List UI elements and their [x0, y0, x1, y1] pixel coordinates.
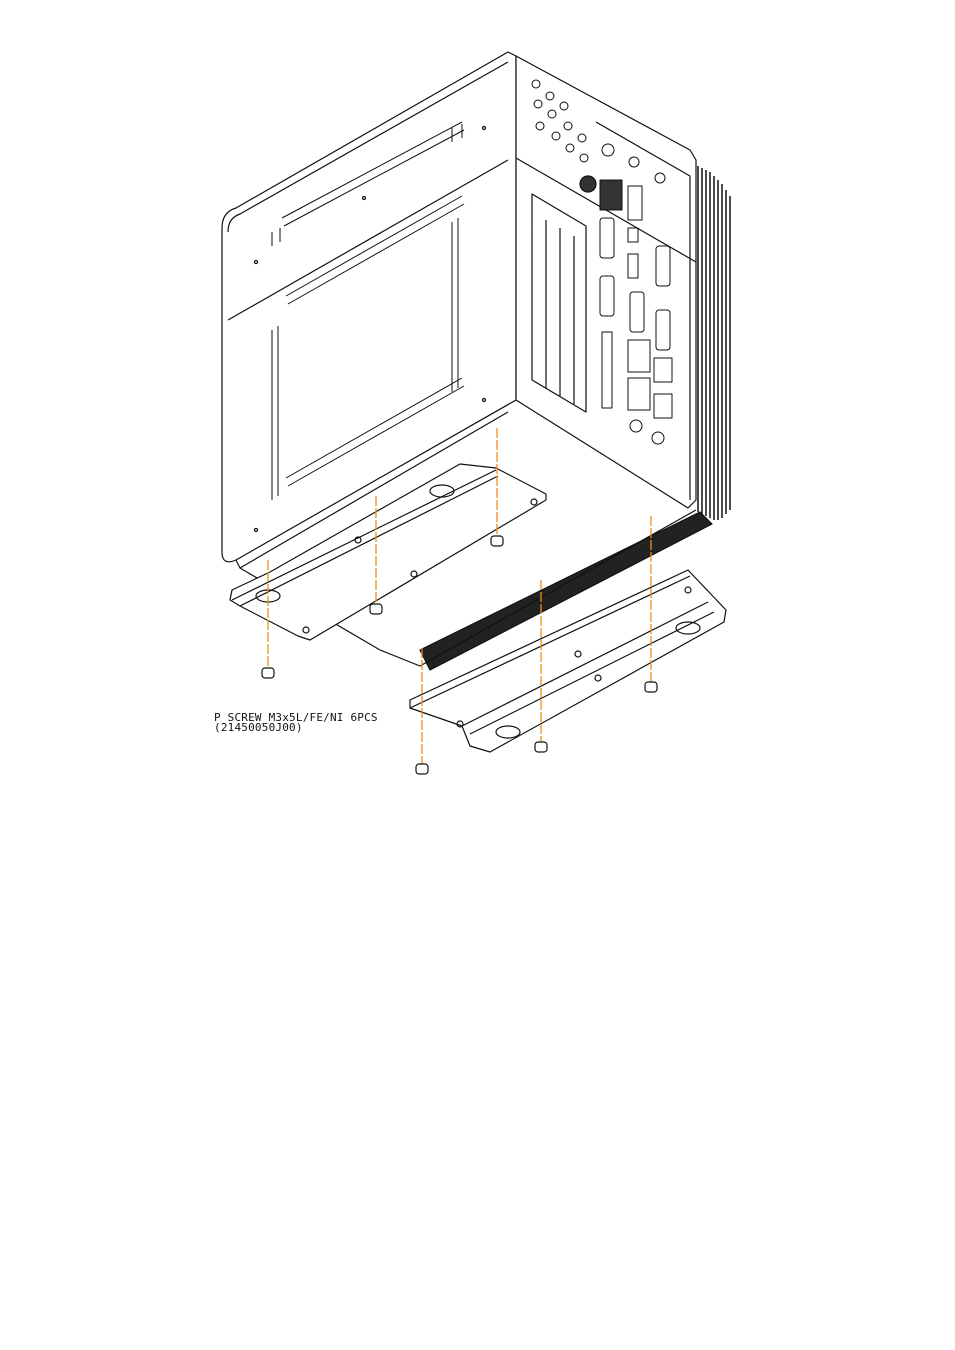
screw-callout-line2: (21450050J00): [214, 721, 303, 734]
screws: [261, 535, 658, 775]
screw-icon: [534, 741, 548, 753]
heatsink-bottom-fins: [419, 511, 713, 671]
screw-icon: [261, 667, 275, 679]
heatsink-fins: [697, 166, 731, 520]
screw-icon: [644, 681, 658, 693]
chassis-front-panel: [515, 55, 697, 509]
screw-icon: [415, 763, 429, 775]
screw-icon: [369, 603, 383, 615]
screw-callout: P SCREW_M3x5L/FE/NI 6PCS (21450050J00): [214, 711, 378, 734]
bracket-right: [409, 569, 727, 753]
screw-icon: [490, 535, 504, 547]
screw-axes: [267, 428, 652, 764]
screw-callout-line1: P SCREW_M3x5L/FE/NI 6PCS: [214, 711, 378, 724]
